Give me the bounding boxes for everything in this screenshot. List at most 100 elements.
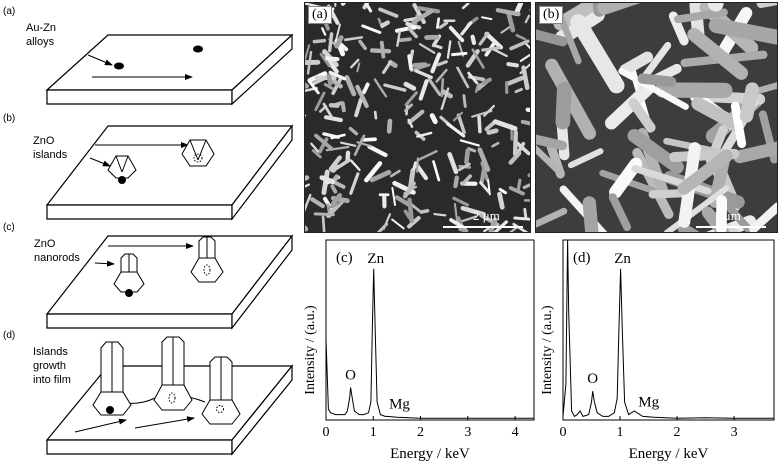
schematic-panel: (a) Au-Zn alloys (b) ZnO islands (c) ZnO… [0, 0, 300, 471]
chart-tag: (c) [336, 250, 353, 266]
scale-label-a: 2 μm [473, 208, 500, 224]
step-tag-a: (a) [3, 6, 15, 17]
sem-grain [740, 148, 778, 157]
step-label-a: Au-Zn alloys [26, 21, 56, 49]
sem-grain [643, 79, 671, 82]
plot-frame [326, 240, 534, 420]
x-tick-label: 1 [617, 425, 624, 440]
scale-bar-b [696, 226, 766, 228]
alloy-droplet-1 [114, 63, 124, 70]
sem-grain [434, 214, 445, 215]
peak-label-o: O [345, 368, 356, 384]
step-label-a-line-2: alloys [26, 35, 56, 49]
sem-grain [761, 3, 778, 4]
sem-grain [589, 203, 593, 233]
sem-grain [329, 76, 331, 83]
x-tick-label: 3 [464, 425, 471, 440]
sem-texture-a [305, 3, 531, 233]
sem-grain [563, 89, 564, 122]
scale-label-b: 1 μm [714, 208, 741, 224]
step-label-a-line-1: Au-Zn [26, 21, 56, 35]
step-tag-b: (b) [3, 113, 15, 124]
sem-grain [315, 214, 333, 215]
sem-grain [372, 50, 389, 51]
substrate-plate-c [47, 236, 292, 328]
sem-grain [415, 65, 425, 66]
peak-label-mg: Mg [638, 395, 659, 411]
x-tick-label: 2 [674, 425, 681, 440]
x-tick-label: 0 [560, 425, 567, 440]
step-label-b: ZnO islands [33, 134, 67, 162]
sem-grain [362, 139, 375, 140]
sem-grain [536, 139, 562, 145]
peak-label-mg: Mg [389, 396, 410, 412]
sem-grain [464, 96, 465, 107]
spectrum-line [563, 240, 774, 418]
sem-grain [708, 3, 716, 4]
sem-grain [417, 158, 418, 171]
step-label-b-line-2: islands [33, 148, 67, 162]
sem-grain [331, 105, 337, 106]
sem-grain [483, 48, 499, 50]
sem-grain [460, 229, 466, 231]
x-tick-label: 1 [370, 425, 377, 440]
x-axis-label: Energy / keV [629, 446, 709, 462]
y-axis-label: Intensity / (a.u.) [540, 305, 555, 395]
sem-grain [528, 110, 531, 112]
sem-grain [518, 180, 520, 190]
sem-grain [489, 131, 496, 133]
sem-grain [330, 34, 332, 51]
peak-label-o: O [587, 371, 598, 387]
sem-grain [409, 56, 411, 69]
sem-grain [432, 116, 435, 122]
step-label-c-line-2: nanorods [34, 251, 80, 265]
y-axis-label: Intensity / (a.u.) [303, 305, 318, 395]
step-label-d-line-3: into film [33, 373, 71, 387]
peak-label-zn: Zn [614, 251, 631, 267]
x-tick-label: 2 [417, 425, 424, 440]
sem-grain [525, 209, 526, 218]
step-label-c-line-1: ZnO [34, 237, 80, 251]
scale-bar-a [443, 226, 523, 228]
sem-grain [466, 151, 467, 163]
sem-grain [500, 194, 503, 207]
step-label-d-line-1: Islands [33, 345, 71, 359]
step-tag-c: (c) [3, 222, 15, 233]
sem-grain [747, 89, 753, 116]
sem-grain [483, 80, 489, 83]
sem-grain [437, 19, 438, 28]
x-tick-label: 0 [323, 425, 330, 440]
sem-tag-a: (a) [308, 6, 332, 24]
sem-texture-b [536, 3, 778, 233]
peak-label-zn: Zn [367, 251, 384, 267]
sem-tag-b: (b) [539, 6, 563, 24]
x-tick-label: 3 [731, 425, 738, 440]
sem-grain [323, 217, 324, 233]
sem-grain [508, 64, 516, 65]
sem-grain [327, 58, 337, 59]
x-tick-label: 4 [512, 425, 519, 440]
spectrum-line [326, 269, 534, 418]
step-tag-d: (d) [3, 330, 15, 341]
step-label-d: Islands growth into film [33, 345, 71, 387]
step-label-b-line-1: ZnO [33, 134, 67, 148]
sem-grain [375, 112, 376, 118]
x-axis-label: Energy / keV [390, 446, 470, 462]
sem-grain [453, 53, 466, 54]
sem-grain [515, 218, 530, 219]
step-label-c: ZnO nanorods [34, 237, 80, 265]
sem-grain [455, 178, 456, 186]
sem-grain [389, 121, 390, 131]
sem-grain [523, 122, 531, 125]
sem-grain [434, 45, 441, 47]
sem-grain [332, 186, 335, 191]
sem-grain [515, 132, 516, 154]
substrate-plate-b [47, 126, 292, 219]
sem-grain [422, 211, 428, 212]
sem-image-a: (a) 2 μm [304, 2, 531, 233]
sem-grain [343, 103, 344, 110]
schematic-drawing [0, 0, 300, 471]
